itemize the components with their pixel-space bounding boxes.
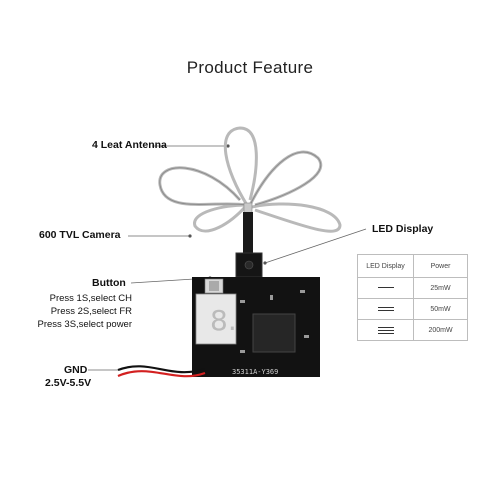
led-leader-line [264, 228, 367, 264]
board-marking: 35311A-Y369 [232, 368, 278, 376]
table-header-power: Power [413, 254, 468, 278]
led-bars-2 [357, 298, 414, 320]
led-bars-1 [357, 277, 414, 299]
led-display-label: LED Display [372, 223, 434, 235]
gnd-label: GND [64, 364, 88, 376]
antenna-coax [243, 212, 253, 254]
press-1s-label: Press 1S,select CH [49, 293, 132, 304]
led-bars-3 [357, 319, 414, 341]
power-value: 200mW [413, 319, 468, 341]
camera-label: 600 TVL Camera [39, 229, 121, 241]
segment-digit: 8. [210, 304, 237, 337]
button-label: Button [92, 277, 126, 289]
table-row: 25mW [357, 277, 468, 299]
power-value: 50mW [413, 298, 468, 320]
press-3s-label: Press 3S,select power [37, 319, 132, 330]
power-wire [117, 370, 206, 378]
vtx-chip [252, 313, 296, 353]
table-row: 50mW [357, 298, 468, 320]
gnd-wire [117, 365, 206, 374]
voltage-label: 2.5V-5.5V [45, 377, 92, 389]
segment-display [195, 293, 237, 345]
antenna-label: 4 Leat Antenna [92, 139, 167, 151]
table-header-led: LED Display [357, 254, 414, 278]
power-value: 25mW [413, 277, 468, 299]
press-2s-label: Press 2S,select FR [50, 306, 132, 317]
page-title: Product Feature [186, 58, 314, 77]
table-row: 200mW [357, 319, 468, 341]
led-power-table: LED Display Power 25mW 50mW 200mW [357, 254, 468, 341]
